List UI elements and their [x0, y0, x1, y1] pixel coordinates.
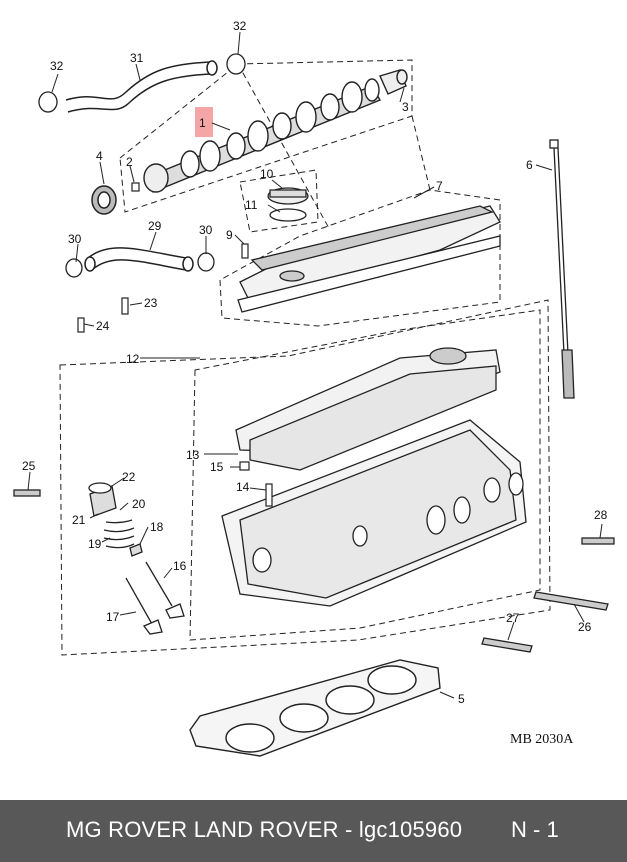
callout-26: 26: [578, 620, 592, 634]
cover-group-outline: [219, 189, 501, 327]
callout-9: 9: [226, 228, 233, 242]
leader-lines: [27, 31, 603, 699]
callout-17: 17: [106, 610, 120, 624]
cylinder-head-group-outline: [59, 299, 551, 656]
callout-24: 24: [96, 319, 110, 333]
callout-32-left: 32: [50, 59, 64, 73]
camshaft-group-outline: [119, 59, 413, 213]
callout-18: 18: [150, 520, 164, 534]
callout-7: 7: [436, 179, 443, 193]
callout-10: 10: [260, 167, 274, 181]
oil-filler-cap: [267, 187, 309, 222]
bolts: [77, 243, 249, 333]
callout-27: 27: [506, 611, 520, 625]
cylinder-head-bolt: [549, 139, 575, 399]
head-gasket: [189, 659, 441, 757]
callout-13: 13: [186, 448, 200, 462]
callout-20: 20: [132, 497, 146, 511]
cylinder-head: [221, 419, 527, 607]
leader-dash-1: [237, 63, 331, 231]
callout-15: 15: [210, 460, 224, 474]
callout-31: 31: [130, 51, 144, 65]
part-1-highlight: [195, 107, 213, 137]
callout-6: 6: [526, 158, 533, 172]
callout-28: 28: [594, 508, 608, 522]
callout-14: 14: [236, 480, 250, 494]
hose-clip-32-right: [226, 53, 246, 75]
engine-parts-diagram: 1 2 3 4 5 6 7 9 10 11 12 13 14 15 16 17 …: [13, 19, 615, 757]
callout-25: 25: [22, 459, 36, 473]
callout-30-left: 30: [68, 232, 82, 246]
head-inner-outline: [189, 309, 541, 641]
reference-code: MB 2030A: [510, 732, 574, 747]
stud-28: [581, 537, 615, 545]
callout-3: 3: [402, 100, 409, 114]
part-number-caption: MG ROVER LAND ROVER - lgc105960: [66, 817, 463, 842]
hoses: [65, 60, 218, 272]
oil-seal: [91, 185, 117, 215]
callout-32-right: 32: [233, 19, 247, 33]
callout-22: 22: [122, 470, 136, 484]
callout-16: 16: [173, 559, 187, 573]
diagram-position-label: N - 1: [511, 817, 559, 842]
callout-12: 12: [126, 352, 140, 366]
stud-25: [13, 489, 41, 497]
hose-clip-30-right: [197, 252, 215, 272]
cap-group-outline: [239, 169, 319, 233]
footer-bar: MG ROVER LAND ROVER - lgc105960 N - 1: [0, 800, 627, 862]
callout-30-right: 30: [199, 223, 213, 237]
group-boundaries: [59, 59, 551, 656]
callout-4: 4: [96, 149, 103, 163]
breather-hose-upper: [65, 61, 211, 101]
callout-11: 11: [245, 198, 258, 212]
camshaft-sleeve: [239, 461, 250, 471]
camshaft-cover: [237, 205, 501, 313]
dowel-pin: [131, 182, 140, 192]
hose-clip-30-left: [65, 258, 83, 278]
callout-2: 2: [126, 155, 133, 169]
hose-clips: [38, 53, 246, 278]
breather-hose-lower: [87, 247, 187, 259]
leader-dash-2: [411, 115, 431, 191]
callout-19: 19: [88, 537, 102, 551]
camshaft-plug: [379, 69, 408, 95]
valve-train: [88, 482, 185, 635]
callout-1: 1: [199, 116, 206, 130]
callout-labels: 1 2 3 4 5 6 7 9 10 11 12 13 14 15 16 17 …: [22, 19, 608, 747]
camshaft-carrier: [235, 347, 501, 471]
camshaft: [143, 78, 382, 193]
stud-26: [533, 591, 609, 611]
studs: [13, 489, 615, 653]
callout-5: 5: [458, 692, 465, 706]
stud-27: [481, 637, 533, 653]
hose-clip-32-left: [38, 91, 58, 113]
locating-dowel: [265, 483, 273, 507]
callout-21: 21: [72, 513, 86, 527]
callout-23: 23: [144, 296, 158, 310]
callout-29: 29: [148, 219, 162, 233]
